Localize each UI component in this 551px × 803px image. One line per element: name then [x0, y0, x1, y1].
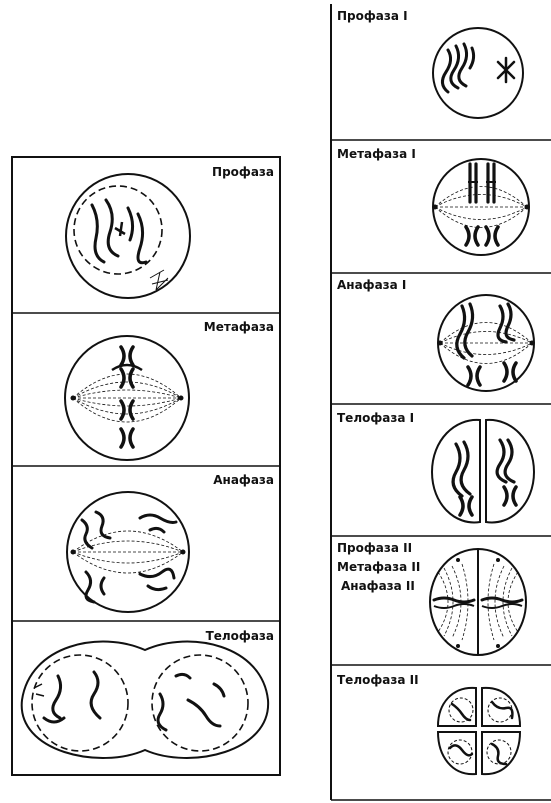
mitosis-column: Профаза Метафаза [12, 157, 280, 775]
meiosis-metaphase2-label: Метафаза II [337, 560, 420, 574]
mitosis-prophase-cell [66, 174, 190, 298]
mitosis-metaphase-panel: Метафаза [65, 320, 274, 460]
meiosis-metaphase1-label: Метафаза I [337, 147, 416, 161]
meiosis-telophase1-cell [432, 420, 534, 523]
meiosis-prophase2-label: Профаза II [337, 541, 412, 555]
meiosis-telophase2-panel: Телофаза II [337, 673, 520, 774]
meiosis-metaphase1-cell [433, 159, 530, 255]
mitosis-anaphase-panel: Анафаза [67, 473, 274, 612]
meiosis-telophase1-panel: Телофаза I [337, 411, 534, 522]
meiosis-metaphase1-panel: Метафаза I [337, 147, 530, 255]
mitosis-telophase-panel: Телофаза [22, 629, 274, 758]
meiosis-phase2-panel: Профаза II Метафаза II Анафаза II [337, 541, 526, 655]
meiosis-telophase1-label: Телофаза I [337, 411, 414, 425]
meiosis-anaphase1-cell [438, 295, 535, 391]
daughter-cell-3 [438, 732, 476, 774]
meiosis-anaphase1-label: Анафаза I [337, 278, 406, 292]
daughter-cell-4 [482, 732, 520, 774]
mitosis-telophase-cell [22, 642, 268, 758]
mitosis-telophase-label: Телофаза [206, 629, 274, 643]
mitosis-anaphase-cell [67, 492, 189, 612]
mitosis-metaphase-cell [65, 336, 189, 460]
meiosis-prophase1-cell [433, 28, 523, 118]
meiosis-phase2-cell [430, 549, 526, 655]
meiosis-anaphase2-label: Анафаза II [341, 579, 415, 593]
meiosis-telophase2-cell [438, 688, 520, 774]
meiosis-telophase2-label: Телофаза II [337, 673, 419, 687]
mitosis-anaphase-label: Анафаза [213, 473, 274, 487]
meiosis-anaphase1-panel: Анафаза I [337, 278, 535, 391]
daughter-cell-2 [482, 688, 520, 726]
mitosis-metaphase-label: Метафаза [204, 320, 274, 334]
meiosis-prophase1-label: Профаза I [337, 9, 408, 23]
meiosis-prophase1-panel: Профаза I [337, 9, 523, 118]
meiosis-column: Профаза I Метафаза I [331, 4, 551, 800]
mitosis-prophase-panel: Профаза [66, 165, 274, 298]
mitosis-prophase-label: Профаза [212, 165, 274, 179]
